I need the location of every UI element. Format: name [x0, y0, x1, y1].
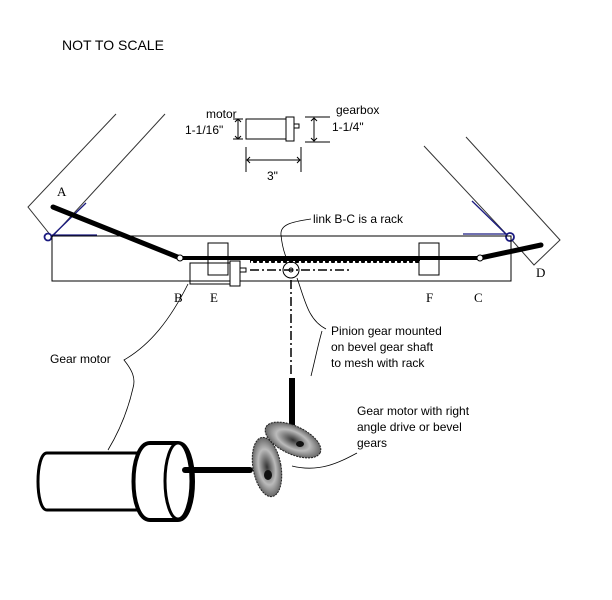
guide-e	[207, 242, 229, 276]
link-c-d	[477, 242, 544, 261]
motor-label: motor	[206, 107, 237, 121]
right-angle-annotation-line3: gears	[357, 436, 387, 450]
pivot-b	[176, 254, 184, 262]
motor-detail: motor 1-1/16" gearbox 1-1/4" 3"	[185, 103, 379, 183]
rack-teeth	[250, 259, 420, 263]
pinion-annotation-line1: Pinion gear mounted	[331, 324, 442, 338]
pinion-annotation-line3: to mesh with rack	[331, 356, 425, 370]
point-b-label: B	[174, 290, 183, 305]
gearbox-body	[285, 116, 295, 142]
gearbox-diameter-label: 1-1/4"	[332, 120, 364, 134]
point-e-label: E	[210, 290, 218, 305]
left-hinge	[43, 232, 53, 242]
rack-leader	[280, 218, 312, 258]
right-angle-annotation-line1: Gear motor with right	[357, 404, 470, 418]
length-label: 3"	[267, 169, 278, 183]
gear-motor	[36, 378, 295, 522]
bevel-gear-upper	[264, 421, 322, 459]
bevel-gear-lower	[251, 436, 283, 498]
point-f-label: F	[426, 290, 433, 305]
rack-annotation: link B-C is a rack	[313, 212, 404, 226]
bevel-gears	[251, 421, 322, 498]
pinion-leader	[296, 277, 327, 377]
not-to-scale-title: NOT TO SCALE	[62, 37, 164, 53]
point-a-label: A	[57, 184, 67, 199]
pinion-annotation-line2: on bevel gear shaft	[331, 340, 434, 354]
gearbox-face	[163, 441, 193, 521]
gear-motor-annotation: Gear motor	[50, 352, 111, 366]
motor-shaft	[293, 123, 300, 129]
guide-f	[418, 242, 440, 276]
right-flap	[423, 136, 561, 266]
link-a-b	[50, 204, 183, 261]
right-hinge	[505, 232, 515, 242]
point-c-label: C	[474, 290, 483, 305]
motor-cylinder	[36, 451, 147, 512]
motor-diameter-label: 1-1/16"	[185, 123, 223, 137]
right-angle-annotation-line2: angle drive or bevel	[357, 420, 462, 434]
gearbox-label: gearbox	[336, 103, 379, 117]
point-d-label: D	[536, 265, 545, 280]
motor-body	[245, 118, 287, 140]
pinion-gear	[282, 261, 300, 279]
left-flap	[27, 113, 166, 242]
frame-gearbox	[229, 260, 241, 287]
gear-motor-leader	[107, 283, 189, 451]
pivot-c	[476, 254, 484, 262]
right-angle-leader	[291, 452, 358, 469]
